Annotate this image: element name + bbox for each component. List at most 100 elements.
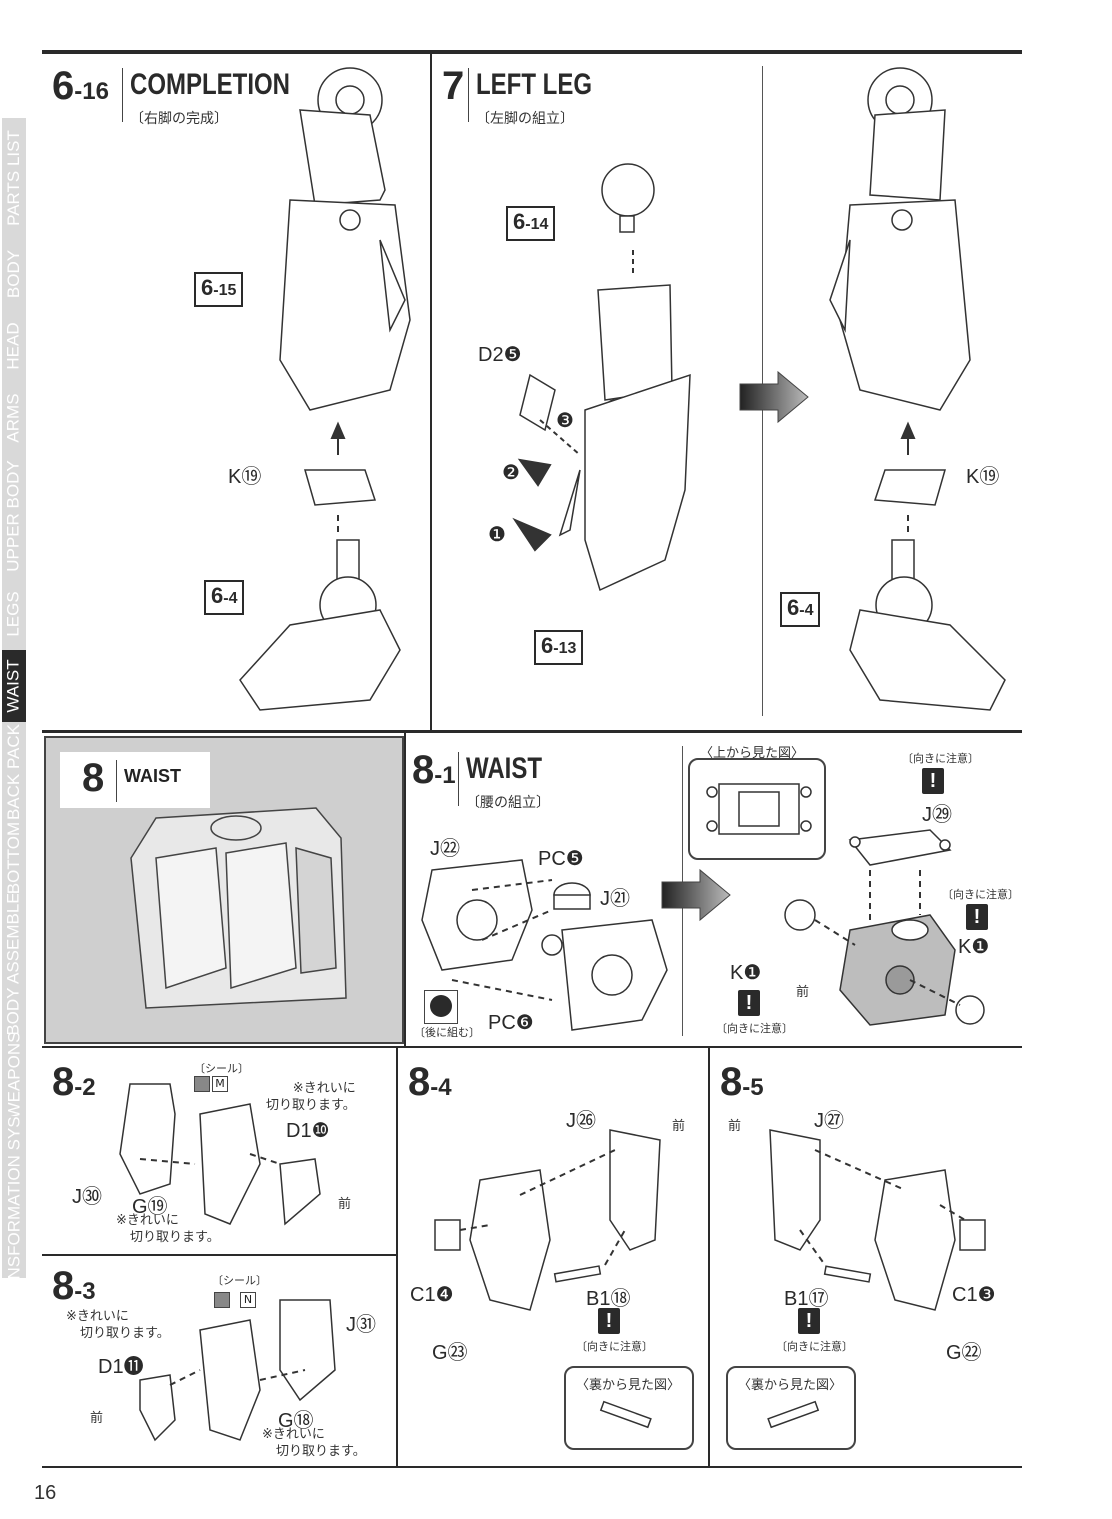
ref-box: 6-4 <box>204 580 245 615</box>
sidebar-tab-body-assemble[interactable]: BODY ASSEMBLE <box>2 894 26 1036</box>
sidebar-tab-bottom[interactable]: BOTTOM <box>2 822 26 896</box>
seal-code: N <box>240 1292 256 1308</box>
sidebar-tab-label: BODY ASSEMBLE <box>4 894 23 1036</box>
bottom-rule <box>42 1466 1022 1468</box>
part-label: B1⑰ <box>784 1288 829 1310</box>
top-view-callout <box>688 758 826 860</box>
warning-icon: ! <box>966 904 988 930</box>
step-title: WAIST <box>466 752 542 785</box>
sidebar-tab-label: BOTTOM <box>4 822 24 895</box>
caution-caption: 〔向きに注意〕 <box>942 888 1019 901</box>
front-label: 前 <box>796 985 810 1000</box>
seal-icon <box>194 1076 210 1092</box>
caution-caption: 〔向きに注意〕 <box>776 1340 853 1353</box>
ref-box: 6-14 <box>506 206 556 241</box>
sidebar-tab-label: LEGS <box>4 591 24 637</box>
part-label: D2❺ <box>478 344 522 366</box>
front-label: 前 <box>728 1119 742 1134</box>
warning-icon: ! <box>738 990 760 1016</box>
part-label: C1❸ <box>952 1284 996 1306</box>
cut-note: ※きれいに切り取ります。 <box>262 1427 366 1459</box>
later-note: 〔後に組む〕 <box>414 1026 480 1039</box>
back-view-callout: 〈裏から見た図〉 <box>564 1366 694 1450</box>
ref-box: 6-15 <box>194 272 244 307</box>
sidebar-tab-back-pack[interactable]: BACK PACK <box>2 722 26 824</box>
back-view-illustration <box>599 1400 652 1429</box>
ref-box: 6-13 <box>534 630 584 665</box>
part-label: D1❿ <box>286 1120 330 1142</box>
part-label: K❶ <box>730 962 762 984</box>
later-assembly-icon <box>424 990 458 1024</box>
sidebar-tab-parts-list[interactable]: PARTS LIST <box>2 118 26 240</box>
step-title: LEFT LEG <box>476 68 592 101</box>
part-label: K⑲ <box>228 466 262 488</box>
part-label: G⑲ <box>132 1196 168 1218</box>
step-number: 7 <box>442 64 465 108</box>
step-number: 8-5 <box>720 1060 764 1104</box>
back-view-caption: 〈裏から見た図〉 <box>576 1378 681 1393</box>
order-number: ❶ <box>488 524 506 546</box>
sidebar-tab-legs[interactable]: LEGS <box>2 578 26 652</box>
part-label: K⑲ <box>966 466 1000 488</box>
step-subtitle: 〔腰の組立〕 <box>466 795 550 811</box>
sidebar-tab-waist[interactable]: WAIST <box>2 650 26 724</box>
part-label: J㉚ <box>72 1186 102 1208</box>
back-view-caption: 〈裏から見た図〉 <box>738 1378 843 1393</box>
sidebar-tab-arms[interactable]: ARMS <box>2 382 26 456</box>
top-view-caption: 〈上から見た図〉 <box>700 746 805 761</box>
front-armor-right-illustration <box>769 1129 986 1311</box>
caution-caption: 〔向きに注意〕 <box>716 1022 793 1035</box>
waist-halves-illustration <box>421 859 668 1031</box>
cut-note: ※きれいに切り取ります。 <box>66 1309 170 1341</box>
step-number: 8-4 <box>408 1060 452 1104</box>
caution-caption: 〔向きに注意〕 <box>576 1340 653 1353</box>
part-label: PC❺ <box>538 848 584 870</box>
part-label: D1⓫ <box>98 1356 144 1378</box>
left-leg-illustration <box>512 163 691 592</box>
step-title: WAIST <box>124 766 181 786</box>
right-leg-illustration <box>239 67 411 711</box>
front-label: 前 <box>90 1411 104 1426</box>
sidebar-tab-upper-body[interactable]: UPPER BODY <box>2 454 26 580</box>
part-label: B1⑱ <box>586 1288 631 1310</box>
order-number: ❷ <box>502 462 520 484</box>
page-number: 16 <box>34 1482 57 1504</box>
left-leg-complete-illustration <box>829 67 1006 711</box>
sidebar-tab-transformation-system[interactable]: TRANSFORMATION SYSTEM <box>2 1116 26 1280</box>
front-label: 前 <box>338 1197 352 1212</box>
title-divider <box>116 760 117 802</box>
part-label: K❶ <box>958 936 990 958</box>
waist-assembly-illustration <box>784 829 985 1026</box>
ref-box: 6-4 <box>780 592 821 627</box>
row2-bottom-rule <box>42 1046 1022 1048</box>
row3-mid-rule <box>42 1254 396 1256</box>
next-arrow-icon <box>661 868 731 922</box>
title-divider <box>458 752 459 806</box>
cut-note: ※きれいに切り取ります。 <box>266 1081 356 1113</box>
sidebar-tab-weapons[interactable]: WEAPONS <box>2 1034 26 1118</box>
sidebar-tab-body[interactable]: BODY <box>2 238 26 312</box>
waist-photo-illustration <box>130 807 347 1009</box>
part-label: J㉑ <box>600 888 630 910</box>
seal-code: M <box>212 1076 228 1092</box>
sidebar-tab-label: PARTS LIST <box>4 130 24 226</box>
waist-photo: 8 WAIST <box>44 736 404 1044</box>
row2-divider <box>404 733 406 1046</box>
row1-divider <box>430 54 432 730</box>
part-label: J㉖ <box>566 1110 596 1132</box>
sidebar-tab-head[interactable]: HEAD <box>2 310 26 384</box>
step-subtitle: 〔右脚の完成〕 <box>130 111 228 127</box>
sidebar-tab-label: WEAPONS <box>4 1034 23 1118</box>
sidebar-tab-label: HEAD <box>4 322 24 370</box>
part-label: J㉒ <box>430 838 460 860</box>
part-label: G㉓ <box>432 1342 468 1364</box>
part-label: J㉙ <box>922 804 952 826</box>
step-subtitle: 〔左脚の組立〕 <box>476 111 574 127</box>
step-number: 8-2 <box>52 1060 96 1104</box>
back-view-illustration <box>767 1400 820 1429</box>
warning-icon: ! <box>598 1308 620 1334</box>
top-view-illustration <box>706 783 812 835</box>
waist-label-box <box>60 752 210 808</box>
cut-note: ※きれいに切り取ります。 <box>116 1213 220 1245</box>
seal-caption: 〔シール〕 <box>194 1062 249 1075</box>
